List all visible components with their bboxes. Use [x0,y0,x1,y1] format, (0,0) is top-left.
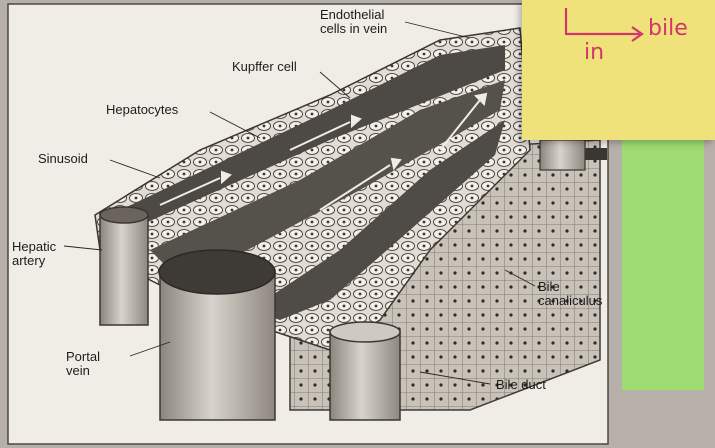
label-bile-duct: Bile duct [496,378,546,392]
label-kupffer-cell: Kupffer cell [232,60,297,74]
sticky-word-in: in [584,40,604,65]
label-endothelial-cells: Endothelial cells in vein [320,8,387,36]
sticky-word-bile: bile [648,16,688,41]
label-bile-canaliculus: Bile canaliculus [538,280,602,308]
label-hepatic-artery: Hepatic artery [12,240,56,268]
hand-drawn-arrow-icon [566,8,642,41]
label-hepatocytes: Hepatocytes [106,103,178,117]
label-sinusoid: Sinusoid [38,152,88,166]
label-portal-vein: Portal vein [66,350,100,378]
